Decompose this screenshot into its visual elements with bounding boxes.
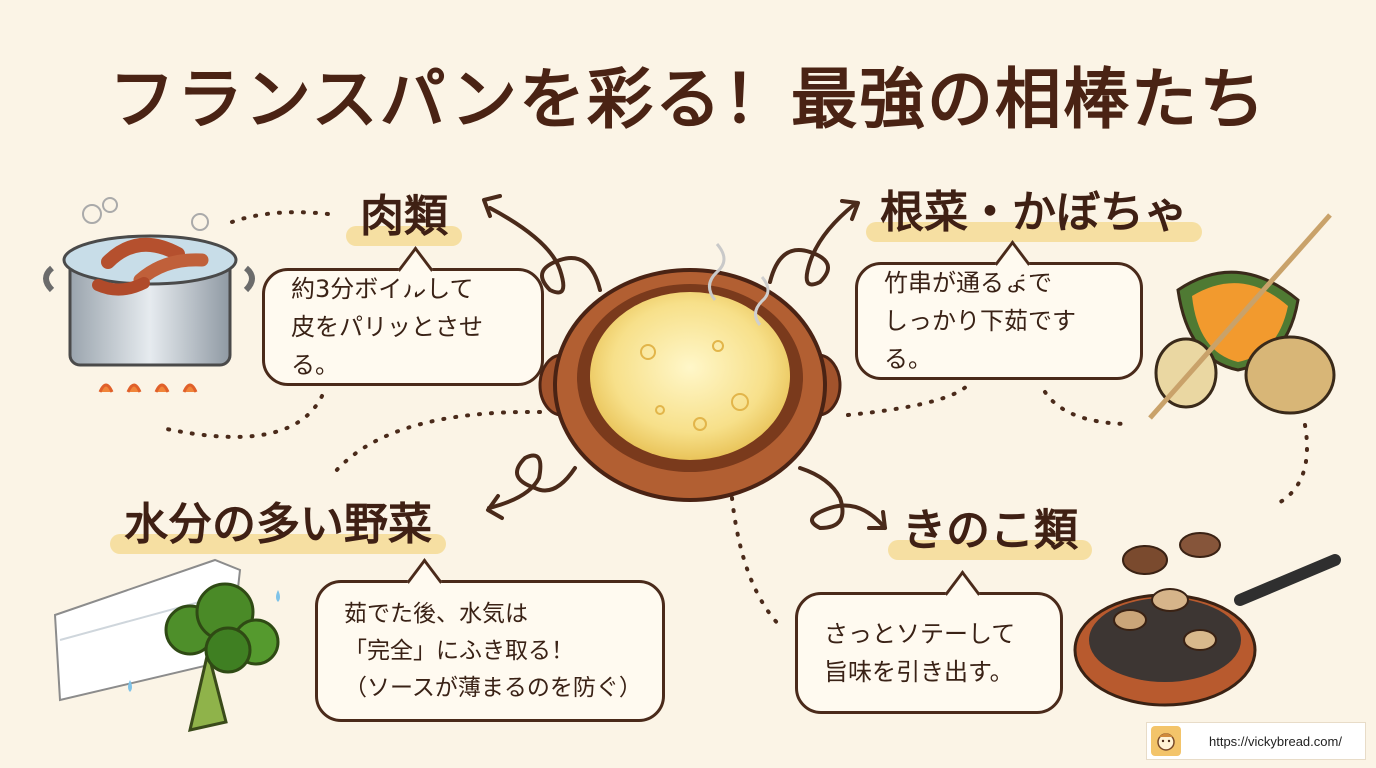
mushroom-heading: きのこ類 [888,494,1092,560]
mushroom-tip-line: さっとソテーして [824,620,1016,648]
boiling-pot-sausages-icon [43,197,255,393]
dotted-connectors [160,210,1309,630]
meat-heading: 肉類 [346,180,462,246]
bakery-logo-icon [1151,726,1181,756]
root-tip-line: 竹串が通るまで [884,269,1052,297]
veg-tip-line: 「完全」にふき取る！ [344,637,574,664]
site-credit[interactable]: https://vickybread.com/ [1146,722,1366,760]
site-url-link[interactable]: https://vickybread.com/ [1209,733,1342,749]
meat-tip-bubble: 約3分ボイルして 皮をパリッとさせる。 [262,246,544,386]
root-tip-line: しっかり下茹でする。 [884,307,1076,373]
cheese-fondue-pot-icon [538,243,842,502]
mushroom-tip-line: 旨味を引き出す。 [824,658,1014,686]
meat-tip-line: 約3分ボイルして [291,275,474,303]
mushroom-tip-bubble: さっとソテーして 旨味を引き出す。 [795,570,1063,714]
curly-arrows [482,194,887,531]
meat-tip-line: 皮をパリッとさせる。 [291,313,483,379]
mushroom-frying-pan-icon [1073,532,1341,707]
page-title: フランスパンを彩る！最強の相棒たち [109,61,1267,138]
root-vegetables-tip-bubble: 竹串が通るまで しっかり下茹でする。 [855,240,1143,380]
pumpkin-potato-skewer-icon [1148,213,1336,420]
veg-tip-line: （ソースが薄まるのを防ぐ） [344,674,642,701]
broccoli-paper-towel-icon [53,558,280,732]
watery-vegetables-tip-bubble: 茹でた後、水気は 「完全」にふき取る！ （ソースが薄まるのを防ぐ） [315,558,665,722]
root-vegetables-heading: 根菜・かぼちゃ [866,176,1202,242]
veg-tip-line: 茹でた後、水気は [344,600,528,627]
watery-vegetables-heading: 水分の多い野菜 [110,488,446,554]
